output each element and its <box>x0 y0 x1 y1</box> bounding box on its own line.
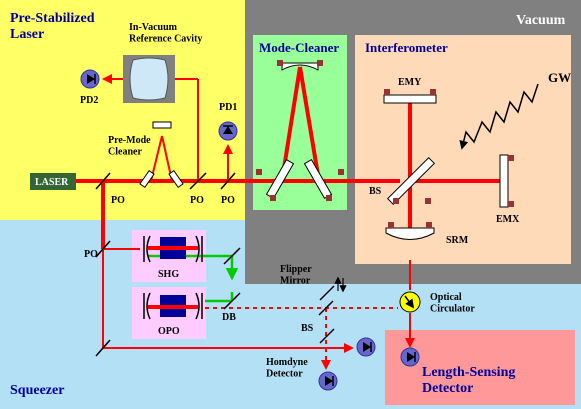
shg-label: SHG <box>158 269 179 280</box>
circulator-icon <box>399 291 421 313</box>
pd1-label: PD1 <box>219 102 237 113</box>
bs-ifo-label: BS <box>369 186 382 197</box>
po-label-1: PO <box>111 195 125 206</box>
aux-beams <box>102 74 415 353</box>
srm-label: SRM <box>446 235 469 246</box>
emx-label: EMX <box>496 214 520 225</box>
bs-sq-label: BS <box>301 323 314 334</box>
interferometer-title: Interferometer <box>365 40 448 55</box>
po-label-4: PO <box>84 249 98 260</box>
po-label-2: PO <box>190 195 204 206</box>
mode-cleaner-title: Mode-Cleaner <box>259 40 339 55</box>
mode-cleaner-region <box>253 35 347 210</box>
emy-label: EMY <box>398 77 422 88</box>
wave-icon <box>459 83 539 150</box>
homodyne-photodiode-icon <box>356 337 376 357</box>
laser-label: LASER <box>35 177 69 188</box>
pd2-label: PD2 <box>80 95 98 106</box>
lsd-photodiode-icon <box>400 347 420 367</box>
pd1-photodiode-icon <box>218 121 238 141</box>
po-label-3: PO <box>221 195 235 206</box>
length-sensing-region <box>385 330 575 405</box>
pd2-photodiode-icon <box>80 69 100 89</box>
gw-label: GW <box>548 70 571 85</box>
vacuum-title: Vacuum <box>516 13 566 28</box>
squeezer-title: Squeezer <box>10 383 64 398</box>
db-label: DB <box>222 312 236 323</box>
opo-label: OPO <box>158 326 180 337</box>
squeezed-beam <box>205 307 398 370</box>
laser-source <box>30 173 76 190</box>
homodyne-detector-icon <box>318 371 338 391</box>
